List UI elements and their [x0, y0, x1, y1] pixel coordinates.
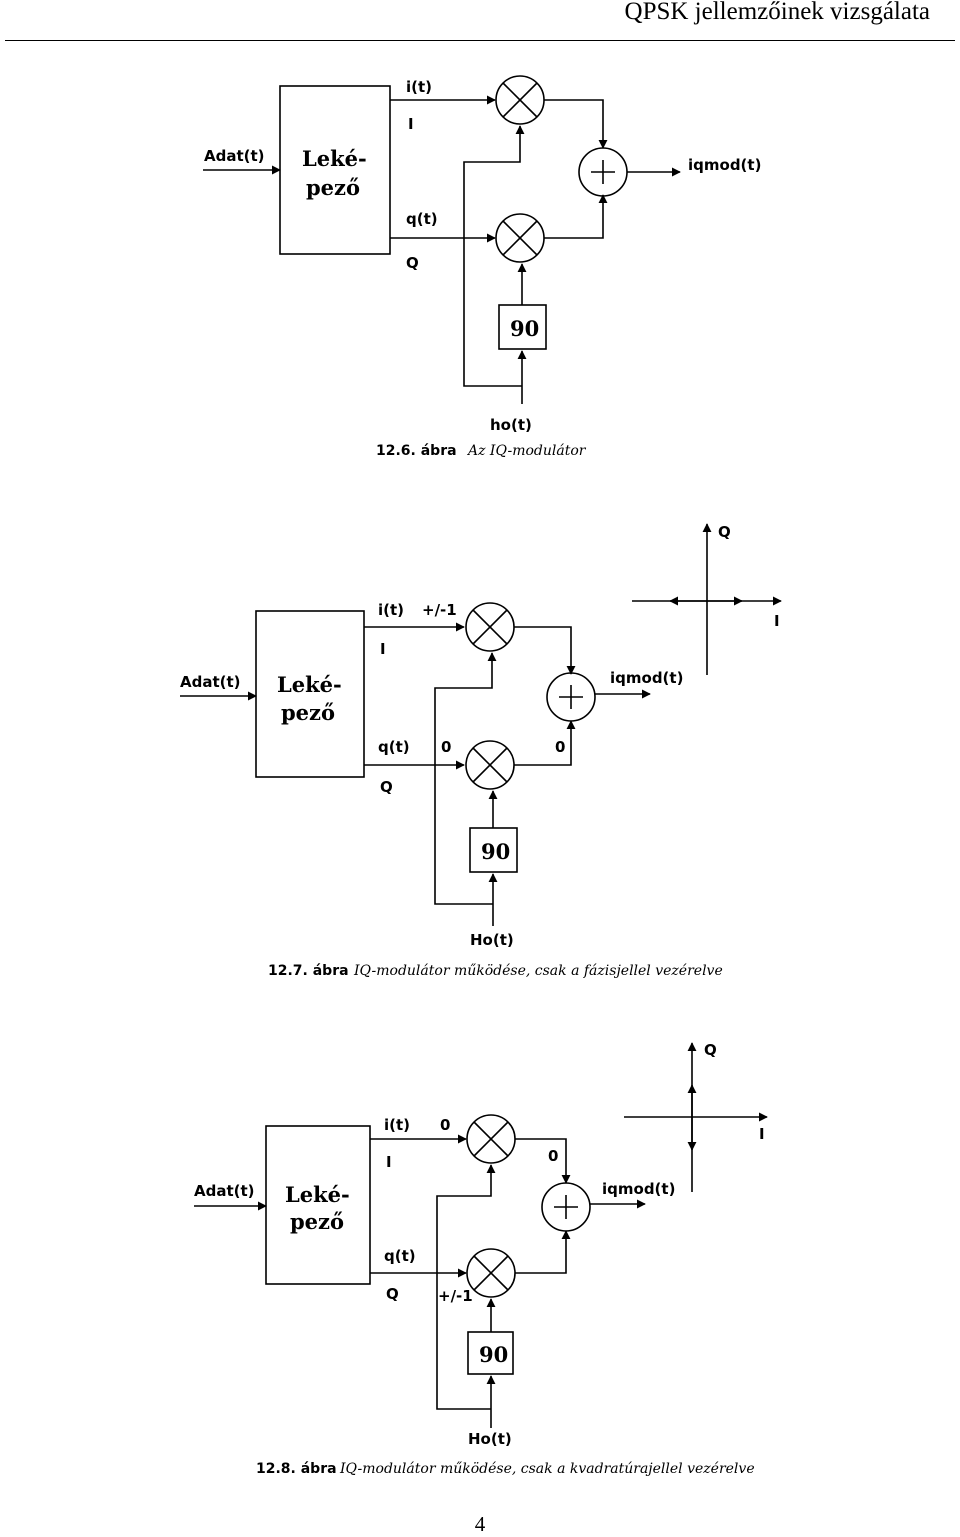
i-signal-label: i(t) — [406, 78, 432, 96]
phase-shift-label: 90 — [510, 316, 539, 341]
q-to-adder — [544, 194, 608, 239]
mapper-block — [255, 610, 365, 778]
axis-q-label: Q — [718, 523, 731, 541]
i-signal-label: i(t) — [384, 1116, 410, 1134]
i-mixer-out-label: 0 — [548, 1147, 558, 1165]
figure-iq-modulator: Adat(t) Leké- pező i(t) I q(t) Q iqmod(t… — [203, 75, 761, 459]
output-label: iqmod(t) — [610, 669, 683, 687]
mapper-label-1: Leké- — [277, 672, 342, 697]
q-value-label: +/-1 — [438, 1287, 473, 1305]
i-to-adder — [544, 99, 608, 149]
q-to-adder — [515, 1230, 571, 1274]
phase-shift-label: 90 — [481, 839, 510, 864]
q-mixer-cross-b — [472, 747, 508, 783]
oscillator-label: Ho(t) — [470, 931, 514, 949]
i-value-label: +/-1 — [422, 601, 457, 619]
output-label: iqmod(t) — [688, 156, 761, 174]
oscillator-label: Ho(t) — [468, 1430, 512, 1448]
caption-number: 12.8. ábra — [256, 1461, 337, 1477]
i-signal-label: i(t) — [378, 601, 404, 619]
i-to-adder — [514, 626, 576, 675]
page-header-title: QPSK jellemzőinek vizsgálata — [624, 0, 930, 25]
caption-text: IQ-modulátor működése, csak a fázisjelle… — [353, 963, 723, 979]
output-label: iqmod(t) — [602, 1180, 675, 1198]
mapper-label-2: pező — [306, 175, 360, 200]
i-port-label: I — [380, 640, 386, 658]
figure-quadrature-only: Adat(t) Leké- pező i(t) 0 I q(t) +/-1 Q … — [194, 1041, 768, 1477]
q-mixer-cross-b — [473, 1255, 509, 1291]
mapper-block — [279, 85, 391, 255]
caption-text: IQ-modulátor működése, csak a kvadratúra… — [339, 1461, 755, 1477]
header-rule — [5, 40, 955, 41]
q-port-label: Q — [386, 1285, 399, 1303]
i-mixer-cross-b — [502, 82, 538, 118]
q-signal-label: q(t) — [384, 1247, 416, 1265]
q-mixer-out-label: 0 — [555, 738, 565, 756]
i-port-label: I — [408, 115, 414, 133]
q-port-label: Q — [380, 778, 393, 796]
input-label: Adat(t) — [204, 147, 265, 165]
i-to-adder — [515, 1138, 571, 1184]
mapper-label-1: Leké- — [285, 1182, 350, 1207]
q-signal-label: q(t) — [406, 210, 438, 228]
axis-i-label: I — [759, 1125, 765, 1143]
osc-to-i-mixer — [463, 125, 525, 387]
input-label: Adat(t) — [180, 673, 241, 691]
figure-phase-only: Adat(t) Leké- pező i(t) +/-1 I q(t) 0 Q … — [180, 523, 782, 979]
mapper-label-2: pező — [290, 1209, 344, 1234]
adder — [546, 672, 596, 722]
i-value-label: 0 — [440, 1116, 450, 1134]
page-number: 4 — [474, 1512, 486, 1536]
mapper-block — [265, 1125, 371, 1285]
mapper-label-1: Leké- — [302, 146, 367, 171]
q-to-adder — [514, 720, 576, 766]
axis-q-label: Q — [704, 1041, 717, 1059]
mapper-label-2: pező — [281, 700, 335, 725]
caption-text: Az IQ-modulátor — [466, 443, 587, 459]
osc-to-i-mixer — [436, 1164, 496, 1410]
axis-i-label: I — [774, 612, 780, 630]
caption-number: 12.6. ábra — [376, 443, 457, 459]
i-mixer-cross-b — [473, 1121, 509, 1157]
q-signal-label: q(t) — [378, 738, 410, 756]
i-mixer-cross-b — [472, 609, 508, 645]
caption-number: 12.7. ábra — [268, 963, 349, 979]
oscillator-label: ho(t) — [490, 416, 532, 434]
q-mixer-cross-b — [502, 220, 538, 256]
input-label: Adat(t) — [194, 1182, 255, 1200]
osc-to-i-mixer — [434, 652, 497, 905]
phase-shift-label: 90 — [479, 1342, 508, 1367]
q-port-label: Q — [406, 254, 419, 272]
adder — [541, 1182, 591, 1232]
q-value-label: 0 — [441, 738, 451, 756]
i-port-label: I — [386, 1153, 392, 1171]
